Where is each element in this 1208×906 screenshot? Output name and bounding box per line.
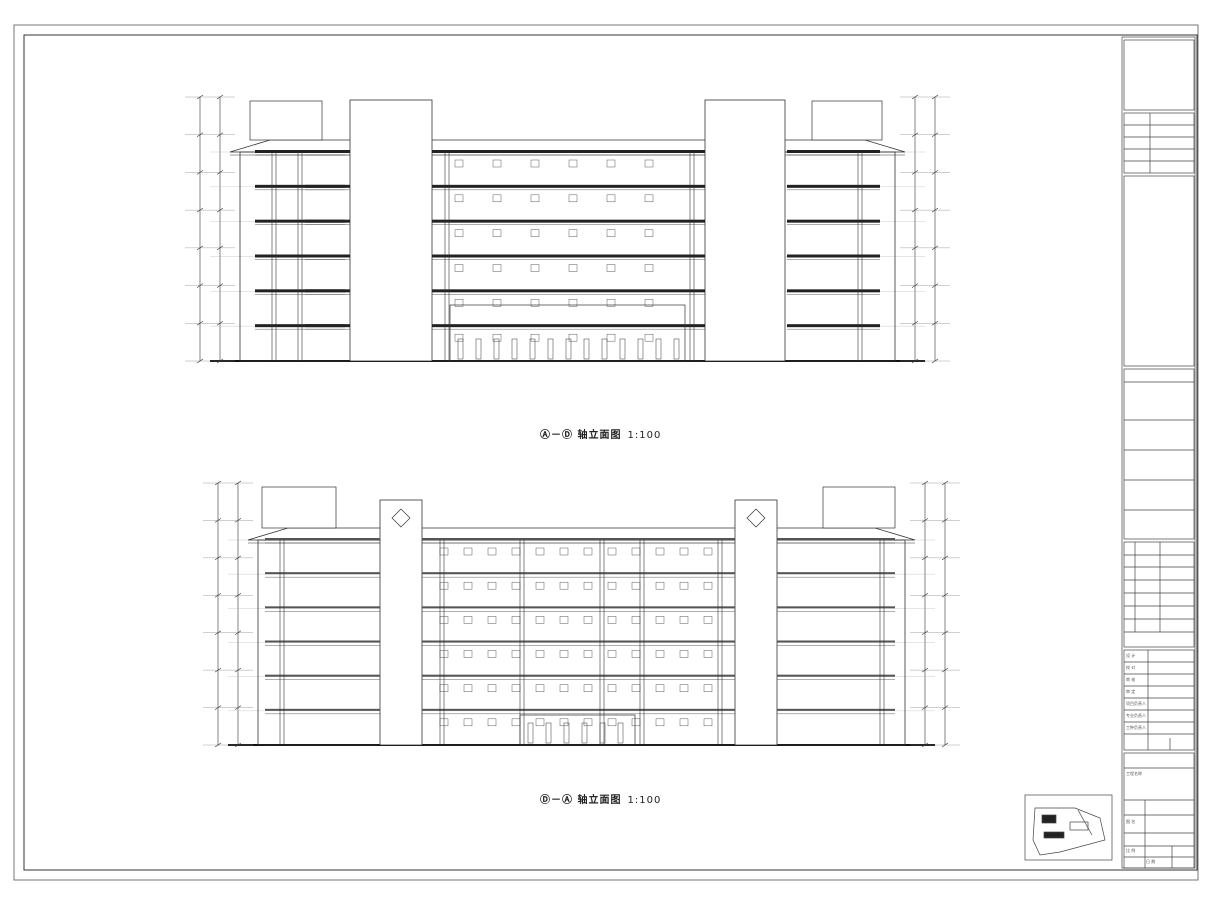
- tb-drawing-label: 图 名: [1126, 819, 1136, 824]
- tb-date-label: 日 期: [1146, 859, 1156, 864]
- elevation-d-a: [203, 480, 960, 748]
- outer-border: [13, 24, 1199, 881]
- tb-row-approve: 审 定: [1126, 689, 1136, 694]
- elevation-bottom-title: Ⓓ－Ⓐ 轴立面图: [540, 795, 622, 806]
- tb-row-project-lead: 项目负责人: [1126, 701, 1146, 706]
- elevation-top-scale: 1:100: [627, 430, 662, 441]
- elevation-a-d: [185, 94, 950, 364]
- tb-row-review: 审 核: [1126, 677, 1136, 682]
- tb-row-check: 校 对: [1126, 665, 1136, 670]
- tb-row-trade-lead: 工种负责人: [1126, 725, 1146, 730]
- tb-project-label: 工程名称: [1126, 771, 1142, 776]
- tb-row-discipline-lead: 专业负责人: [1126, 713, 1146, 718]
- elevation-bottom-caption: Ⓓ－Ⓐ 轴立面图 1:100: [540, 791, 661, 806]
- elevation-top-title: Ⓐ－Ⓓ 轴立面图: [540, 430, 622, 441]
- tb-row-design: 设 计: [1126, 653, 1136, 658]
- tb-scale-label: 比 例: [1126, 848, 1136, 853]
- elevation-top-caption: Ⓐ－Ⓓ 轴立面图 1:100: [540, 426, 661, 441]
- title-block: [1121, 36, 1196, 869]
- inner-border: [23, 34, 1198, 871]
- elevation-bottom-scale: 1:100: [627, 795, 662, 806]
- key-plan: [1024, 794, 1113, 861]
